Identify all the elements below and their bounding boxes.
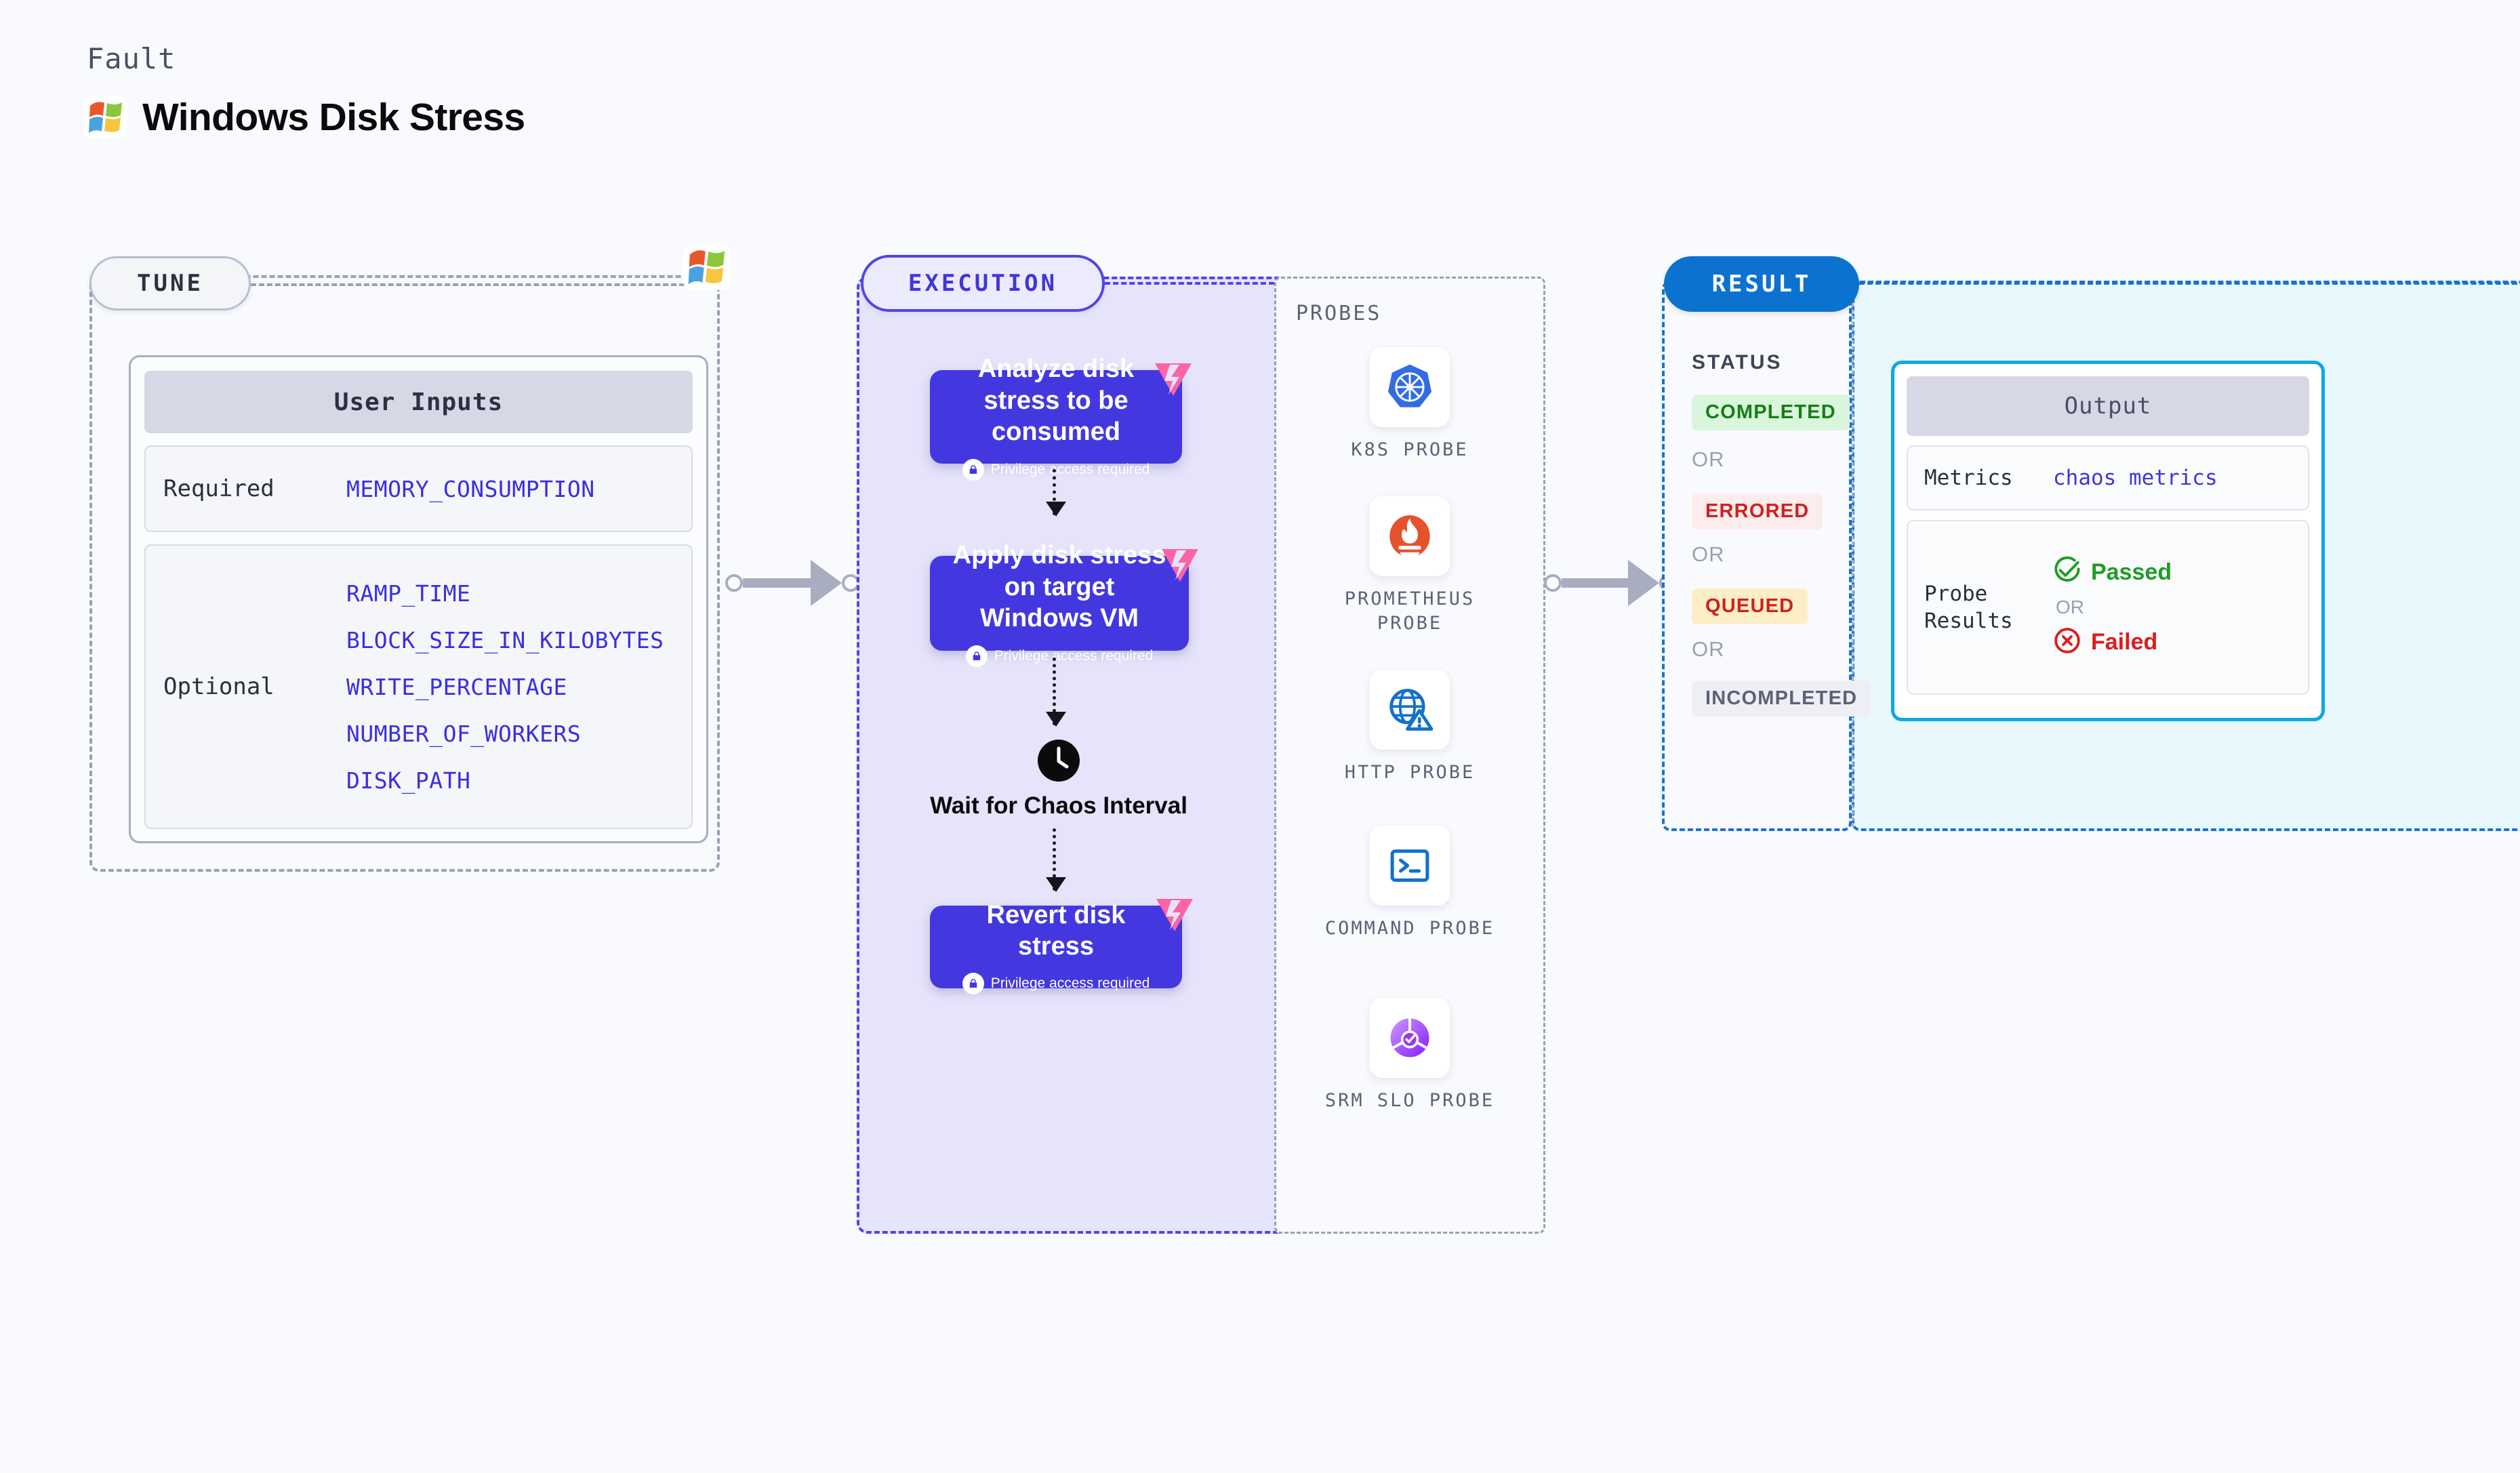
probe-srm-slo[interactable]: SRM SLO PROBE <box>1308 998 1511 1113</box>
connector-execution-to-result <box>1544 560 1677 606</box>
connector-arrow-head <box>811 560 842 606</box>
result-badge[interactable]: RESULT <box>1664 256 1859 312</box>
srm-slo-gauge-icon <box>1370 998 1450 1078</box>
probe-label: COMMAND PROBE <box>1324 918 1495 939</box>
http-globe-warning-icon <box>1370 670 1450 750</box>
execution-badge[interactable]: EXECUTION <box>861 255 1105 312</box>
probe-label: K8S PROBE <box>1351 439 1469 460</box>
wait-label: Wait for Chaos Interval <box>930 792 1187 819</box>
output-metrics-row: Metrics chaos metrics <box>1907 445 2309 510</box>
output-card: Output Metrics chaos metrics Probe Resul… <box>1891 361 2325 721</box>
probe-label: HTTP PROBE <box>1344 762 1476 783</box>
execution-step-apply[interactable]: Apply disk stress on target Windows VM P… <box>930 541 1189 667</box>
status-badge-errored: ERRORED <box>1692 493 1823 529</box>
tune-windows-logo-icon <box>683 244 731 294</box>
probe-label: PROMETHEUS PROBE <box>1344 588 1476 634</box>
status-badge-incompleted: INCOMPLETED <box>1692 681 1871 717</box>
probe-prometheus[interactable]: PROMETHEUS PROBE <box>1308 496 1511 637</box>
execution-step-title: Apply disk stress on target Windows VM <box>952 541 1166 633</box>
tune-badge[interactable]: TUNE <box>89 256 251 310</box>
privilege-text: Privilege access required <box>994 647 1154 664</box>
flow-arrow-2 <box>1046 658 1066 727</box>
probe-result-passed: Passed <box>2053 556 2172 588</box>
required-label: Required <box>163 475 275 502</box>
privilege-text: Privilege access required <box>990 461 1150 477</box>
user-inputs-title: User Inputs <box>144 371 693 433</box>
kubernetes-icon <box>1370 347 1450 427</box>
param-write-percentage[interactable]: WRITE_PERCENTAGE <box>346 673 567 700</box>
page-title-row: Windows Disk Stress <box>84 95 525 140</box>
probe-label: SRM SLO PROBE <box>1324 1090 1495 1111</box>
connector-start-dot <box>725 574 743 592</box>
probe-k8s[interactable]: K8S PROBE <box>1308 347 1511 462</box>
execution-step-title: Revert disk stress <box>986 900 1126 961</box>
status-title: STATUS <box>1692 351 1783 374</box>
result-dash-connector <box>1859 282 2520 285</box>
param-block-size-in-kilobytes[interactable]: BLOCK_SIZE_IN_KILOBYTES <box>346 626 664 653</box>
failed-label: Failed <box>2091 629 2158 655</box>
lock-icon <box>962 458 984 481</box>
lock-icon <box>962 973 984 995</box>
probe-result-or: OR <box>2056 597 2084 618</box>
execution-step-revert[interactable]: Revert disk stress Privilege access requ… <box>930 901 1182 995</box>
connector-arrow-head <box>1628 560 1659 606</box>
optional-label: Optional <box>163 673 275 700</box>
probe-result-failed: Failed <box>2053 626 2172 658</box>
page-title: Windows Disk Stress <box>142 96 525 139</box>
clock-icon <box>1037 739 1080 782</box>
probe-http[interactable]: HTTP PROBE <box>1308 670 1511 785</box>
result-inner-divider <box>1852 285 1854 827</box>
connector-start-dot <box>1544 574 1562 592</box>
execution-step-title: Analyze disk stress to be consumed <box>977 355 1135 447</box>
privilege-note: Privilege access required <box>962 458 1150 481</box>
connector-bar <box>1562 578 1629 588</box>
flow-arrow-3 <box>1046 828 1066 892</box>
privilege-note: Privilege access required <box>962 973 1150 995</box>
passed-label: Passed <box>2091 559 2172 585</box>
probe-results-label: Probe Results <box>1924 581 2013 633</box>
privilege-text: Privilege access required <box>990 975 1150 992</box>
required-inputs-row: Required MEMORY_CONSUMPTION <box>144 445 693 532</box>
flow-arrow-1 <box>1046 469 1066 517</box>
metrics-label: Metrics <box>1924 465 2013 490</box>
x-circle-icon <box>2053 626 2081 658</box>
wait-for-chaos-interval: Wait for Chaos Interval <box>930 739 1187 820</box>
output-title: Output <box>1907 376 2309 436</box>
privilege-note: Privilege access required <box>965 645 1154 667</box>
user-inputs-card: User Inputs Required MEMORY_CONSUMPTION … <box>129 355 708 843</box>
windows-logo-icon <box>84 96 127 138</box>
execution-step-analyze[interactable]: Analyze disk stress to be consumed Privi… <box>930 355 1182 481</box>
status-or-3: OR <box>1692 637 1725 661</box>
probe-results-values: Passed OR Failed <box>2053 556 2172 658</box>
tune-section <box>89 275 720 872</box>
status-or-1: OR <box>1692 447 1725 471</box>
required-param-list: MEMORY_CONSUMPTION <box>346 476 595 502</box>
check-circle-icon <box>2053 556 2081 588</box>
probe-command[interactable]: COMMAND PROBE <box>1308 826 1511 941</box>
connector-tune-to-execution <box>725 560 859 606</box>
status-badge-queued: QUEUED <box>1692 588 1808 624</box>
param-number-of-workers[interactable]: NUMBER_OF_WORKERS <box>346 720 582 747</box>
param-disk-path[interactable]: DISK_PATH <box>346 767 471 794</box>
prometheus-icon <box>1370 496 1450 576</box>
param-memory-consumption[interactable]: MEMORY_CONSUMPTION <box>346 475 595 502</box>
optional-param-list: RAMP_TIME BLOCK_SIZE_IN_KILOBYTES WRITE_… <box>346 580 664 794</box>
probes-title: PROBES <box>1296 302 1382 325</box>
connector-end-dot <box>842 574 859 592</box>
terminal-icon <box>1370 826 1450 906</box>
page-kicker: Fault <box>87 42 176 75</box>
status-badge-completed: COMPLETED <box>1692 395 1850 430</box>
param-ramp-time[interactable]: RAMP_TIME <box>346 580 471 607</box>
optional-inputs-row: Optional RAMP_TIME BLOCK_SIZE_IN_KILOBYT… <box>144 544 693 829</box>
connector-bar <box>743 578 812 588</box>
tune-dash-connector <box>251 283 685 286</box>
status-or-2: OR <box>1692 542 1725 566</box>
execution-dash-connector <box>1105 282 1274 285</box>
metrics-value[interactable]: chaos metrics <box>2053 466 2218 490</box>
lock-icon <box>965 645 988 667</box>
result-section <box>1662 281 1852 831</box>
output-probe-results-row: Probe Results Passed OR <box>1907 520 2309 695</box>
